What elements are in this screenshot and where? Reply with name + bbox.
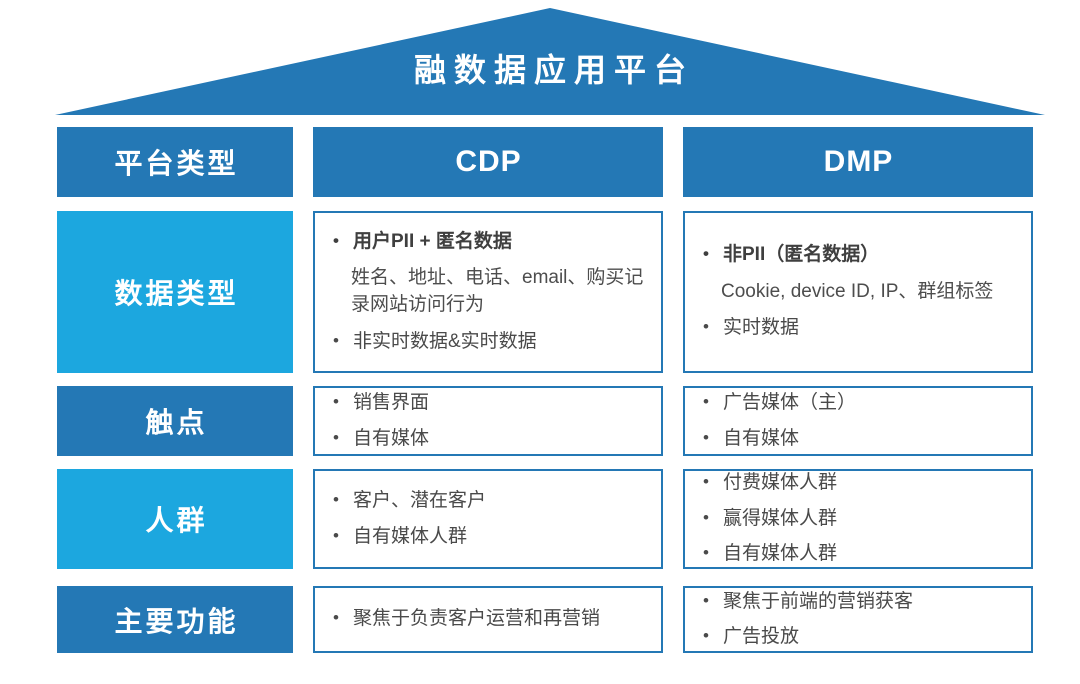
bullet-text: 用户PII + 匿名数据 xyxy=(353,230,512,252)
page-title: 融数据应用平台 xyxy=(413,52,694,88)
dmp-audience-cell: • 付费媒体人群 • 赢得媒体人群 • 自有媒体人群 xyxy=(683,469,1033,569)
bullet-item: • 聚焦于前端的营销获客 xyxy=(701,588,1015,617)
bullet-icon: • xyxy=(703,427,709,447)
bullet-text: 广告媒体（主） xyxy=(723,392,857,413)
bullet-item: • 付费媒体人群 xyxy=(701,469,1015,498)
row-label-data-type: 数据类型 xyxy=(57,211,293,373)
bullet-text: 聚焦于前端的营销获客 xyxy=(723,590,914,612)
header-platform-type: 平台类型 xyxy=(57,127,293,197)
dmp-touchpoints-cell: • 广告媒体（主） • 自有媒体 xyxy=(683,386,1033,456)
bullet-icon: • xyxy=(333,608,339,628)
bullet-text: 聚焦于负责客户运营和再营销 xyxy=(353,608,601,630)
bullet-icon: • xyxy=(333,230,339,250)
bullet-icon: • xyxy=(703,507,709,527)
table-row-data-type: 数据类型 • 用户PII + 匿名数据 姓名、地址、电话、email、购买记录网… xyxy=(57,211,1033,373)
table-row-touchpoints: 触点 • 销售界面 • 自有媒体 • 广告媒体（主） • 自有媒体 xyxy=(57,386,1033,456)
dmp-data-type-cell: • 非PII（匿名数据） Cookie, device ID, IP、群组标签 … xyxy=(683,211,1033,373)
row-label-main-functions: 主要功能 xyxy=(57,586,293,653)
comparison-table: 平台类型 CDP DMP 数据类型 • 用户PII + 匿名数据 姓名、地址、电… xyxy=(57,127,1033,653)
bullet-text: 付费媒体人群 xyxy=(723,472,838,494)
bullet-item: • 广告媒体（主） xyxy=(701,389,1015,418)
cdp-touchpoints-cell: • 销售界面 • 自有媒体 xyxy=(313,386,663,456)
bullet-text: 赢得媒体人群 xyxy=(723,507,838,529)
bullet-item: • 用户PII + 匿名数据 xyxy=(331,228,645,257)
bullet-item: • 自有媒体 xyxy=(331,425,645,454)
cdp-data-type-cell: • 用户PII + 匿名数据 姓名、地址、电话、email、购买记录网站访问行为… xyxy=(313,211,663,373)
bullet-item: • 自有媒体人群 xyxy=(701,540,1015,569)
bullet-text: 自有媒体人群 xyxy=(723,543,838,565)
bullet-icon: • xyxy=(703,543,709,563)
bullet-text: 非实时数据&实时数据 xyxy=(353,330,537,352)
header-dmp: DMP xyxy=(683,127,1033,197)
bullet-item: • 客户、潜在客户 xyxy=(331,487,645,516)
bullet-icon: • xyxy=(333,330,339,350)
dmp-main-functions-cell: • 聚焦于前端的营销获客 • 广告投放 xyxy=(683,586,1033,653)
row-label-audience: 人群 xyxy=(57,469,293,569)
cdp-audience-cell: • 客户、潜在客户 • 自有媒体人群 xyxy=(313,469,663,569)
header-cdp: CDP xyxy=(313,127,663,197)
bullet-icon: • xyxy=(333,490,339,509)
bullet-text: 非PII（匿名数据） xyxy=(723,244,880,266)
bullet-item: • 非PII（匿名数据） xyxy=(701,241,1015,270)
bullet-subtext: Cookie, device ID, IP、群组标签 xyxy=(721,280,994,302)
table-row-main-functions: 主要功能 • 聚焦于负责客户运营和再营销 • 聚焦于前端的营销获客 • 广告投放 xyxy=(57,586,1033,653)
cdp-main-functions-cell: • 聚焦于负责客户运营和再营销 xyxy=(313,586,663,653)
bullet-item: • 广告投放 xyxy=(701,623,1015,652)
bullet-text: 自有媒体 xyxy=(723,427,800,449)
bullet-icon: • xyxy=(703,317,709,337)
bullet-item: • 赢得媒体人群 xyxy=(701,505,1015,534)
bullet-icon: • xyxy=(703,244,709,264)
bullet-item: • 自有媒体 xyxy=(701,425,1015,454)
bullet-item: • 自有媒体人群 xyxy=(331,523,645,552)
bullet-icon: • xyxy=(703,392,709,411)
bullet-icon: • xyxy=(333,427,339,447)
table-header-row: 平台类型 CDP DMP xyxy=(57,127,1033,197)
bullet-icon: • xyxy=(703,626,709,645)
row-label-touchpoints: 触点 xyxy=(57,386,293,456)
bullet-subtext: 姓名、地址、电话、email、购买记录网站访问行为 xyxy=(351,267,644,315)
table-row-audience: 人群 • 客户、潜在客户 • 自有媒体人群 • 付费媒体人群 • 赢得媒 xyxy=(57,469,1033,569)
bullet-icon: • xyxy=(703,472,709,492)
bullet-text: 自有媒体人群 xyxy=(353,525,468,547)
bullet-icon: • xyxy=(333,392,339,411)
bullet-text: 实时数据 xyxy=(723,317,800,339)
bullet-item: • 销售界面 xyxy=(331,389,645,418)
bullet-icon: • xyxy=(333,525,339,545)
bullet-text: 客户、潜在客户 xyxy=(353,490,487,511)
bullet-text: 广告投放 xyxy=(723,626,800,647)
bullet-icon: • xyxy=(703,590,709,610)
bullet-item: • 实时数据 xyxy=(701,314,1015,343)
bullet-text: 销售界面 xyxy=(353,392,430,413)
bullet-item: • 聚焦于负责客户运营和再营销 xyxy=(331,605,645,634)
roof-banner: 融数据应用平台 xyxy=(55,8,1045,115)
bullet-item: • 非实时数据&实时数据 xyxy=(331,328,645,357)
bullet-text: 自有媒体 xyxy=(353,427,430,449)
